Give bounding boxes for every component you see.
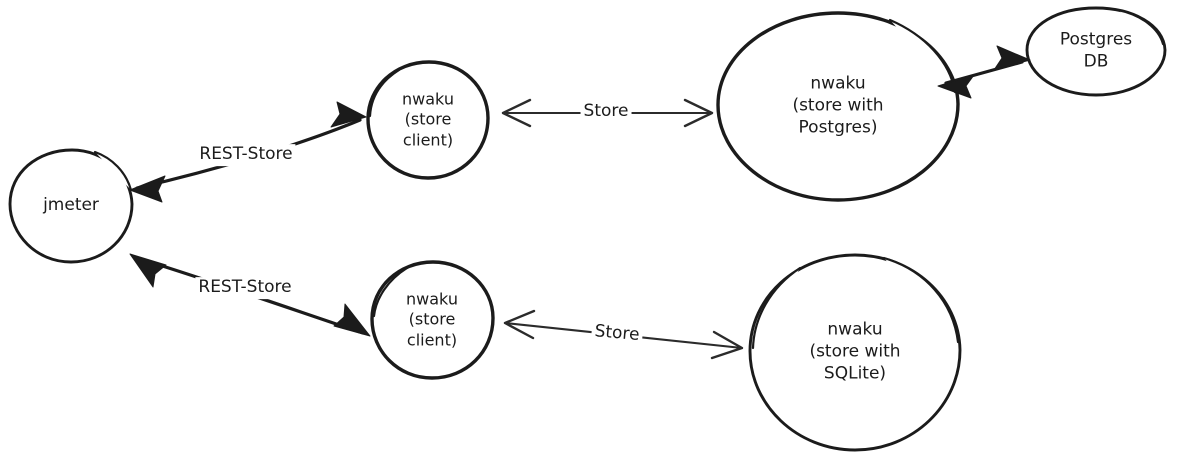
edge-store-top-arrowhead-left bbox=[501, 98, 532, 128]
edge-store-bottom-line bbox=[503, 321, 744, 350]
node-nwaku-store-postgres[interactable] bbox=[716, 11, 960, 202]
edge-jmeter-top-arrowhead-left bbox=[129, 175, 166, 203]
edge-jmeter-bottom-arrowhead-left bbox=[129, 253, 167, 288]
edge-jmeter-bottom-arrowhead-right bbox=[333, 303, 371, 337]
nwaku-store-client-top-circle-outline bbox=[366, 60, 490, 180]
edge-postgres-node-to-postgres-db[interactable] bbox=[937, 45, 1031, 99]
edge-store-top-arrowhead-right bbox=[683, 98, 714, 128]
edge-jmeter-top-line bbox=[135, 118, 362, 190]
nwaku-store-client-bottom-circle-outline bbox=[370, 260, 495, 380]
edge-store-client-top-to-postgres-node[interactable] bbox=[501, 98, 714, 128]
node-jmeter[interactable] bbox=[8, 148, 134, 264]
edge-store-client-bottom-to-sqlite-node[interactable] bbox=[503, 309, 744, 360]
nwaku-store-sqlite-overstroke-2 bbox=[751, 266, 802, 350]
edge-jmeter-bottom-line bbox=[135, 256, 365, 335]
edge-jmeter-top-arrowhead-right bbox=[330, 101, 367, 128]
nwaku-store-client-bottom-overstroke bbox=[372, 266, 409, 318]
jmeter-circle-outline bbox=[8, 148, 134, 264]
node-postgres-db[interactable] bbox=[1025, 6, 1167, 97]
jmeter-circle-overstroke bbox=[93, 150, 133, 192]
node-nwaku-store-sqlite[interactable] bbox=[748, 253, 962, 452]
postgres-db-overstroke bbox=[1116, 8, 1165, 46]
nwaku-store-client-top-overstroke bbox=[368, 68, 401, 118]
edge-store-bottom-arrowhead-left bbox=[503, 309, 536, 340]
edge-jmeter-to-store-client-bottom[interactable] bbox=[129, 253, 371, 337]
edge-jmeter-to-store-client-top[interactable] bbox=[129, 101, 367, 203]
node-nwaku-store-client-top[interactable] bbox=[366, 60, 490, 180]
nwaku-store-sqlite-overstroke bbox=[882, 256, 960, 344]
edge-postgres-db-arrowhead-right bbox=[993, 45, 1031, 71]
node-nwaku-store-client-bottom[interactable] bbox=[370, 260, 495, 380]
edge-postgres-db-arrowhead-left bbox=[937, 74, 975, 99]
edge-store-bottom-arrowhead-right bbox=[710, 330, 744, 360]
